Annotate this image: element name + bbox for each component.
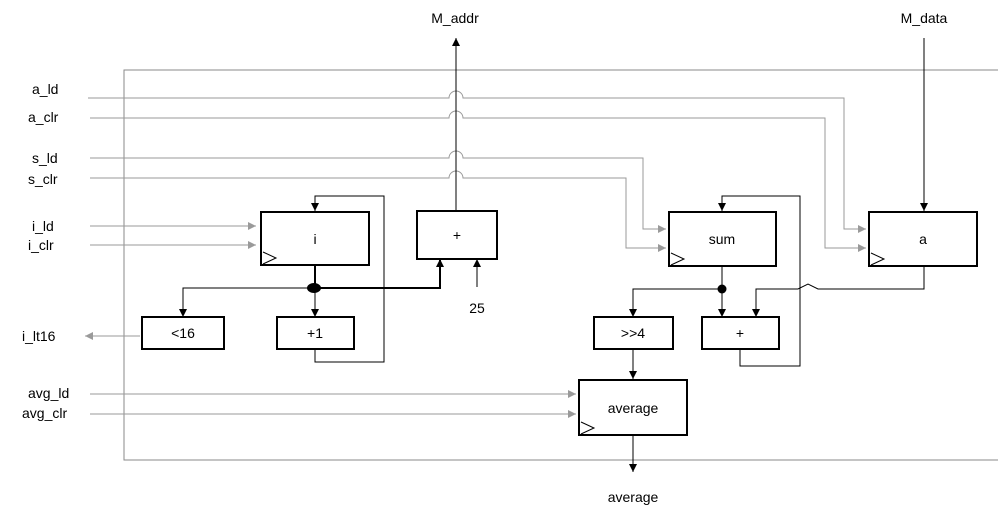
- wire-s-ld: [90, 150, 666, 233]
- register-sum: sum: [668, 211, 777, 267]
- sum-adder: +: [701, 316, 780, 350]
- signal-average-out: average: [608, 489, 659, 505]
- register-a: a: [868, 211, 978, 267]
- wire-sum-feedback: [718, 195, 801, 367]
- register-average: average: [578, 379, 688, 436]
- address-adder-label: +: [453, 227, 461, 243]
- signal-m-addr: M_addr: [431, 10, 479, 26]
- wire-a-clr: [90, 110, 866, 252]
- comparator-label: <16: [171, 325, 195, 341]
- shifter: >>4: [593, 316, 674, 350]
- constant-25: 25: [469, 300, 485, 316]
- junction-i-bus: [307, 283, 321, 293]
- signal-avg-clr: avg_clr: [22, 405, 67, 421]
- incrementer: +1: [276, 316, 355, 350]
- signal-i-clr: i_clr: [28, 237, 54, 253]
- shifter-label: >>4: [621, 325, 645, 341]
- wire-a-to-adder: [752, 266, 925, 317]
- register-average-label: average: [608, 400, 659, 416]
- signal-a-clr: a_clr: [28, 109, 59, 125]
- sum-adder-label: +: [736, 325, 744, 341]
- signal-i-lt16: i_lt16: [22, 328, 56, 344]
- wire-i-to-cmp: [179, 287, 315, 317]
- wire-inc-feedback: [311, 195, 385, 363]
- signal-avg-ld: avg_ld: [28, 385, 69, 401]
- wire-a-ld: [88, 90, 866, 233]
- signal-i-ld: i_ld: [32, 218, 54, 234]
- signal-s-clr: s_clr: [28, 171, 58, 187]
- signal-m-data: M_data: [901, 10, 948, 26]
- junction-sum-bus: [717, 284, 727, 294]
- wire-sum-to-shift: [629, 288, 722, 317]
- incrementer-label: +1: [307, 325, 323, 341]
- comparator-lt16: <16: [141, 316, 225, 350]
- signal-s-ld: s_ld: [32, 150, 58, 166]
- signal-a-ld: a_ld: [32, 81, 58, 97]
- datapath-boundary: [123, 69, 998, 461]
- register-i-label: i: [313, 231, 316, 247]
- wire-i-to-adder: [315, 259, 444, 289]
- register-i: i: [260, 211, 370, 266]
- register-a-label: a: [919, 231, 927, 247]
- register-sum-label: sum: [709, 231, 735, 247]
- wire-s-clr: [90, 170, 666, 252]
- address-adder: +: [416, 210, 498, 260]
